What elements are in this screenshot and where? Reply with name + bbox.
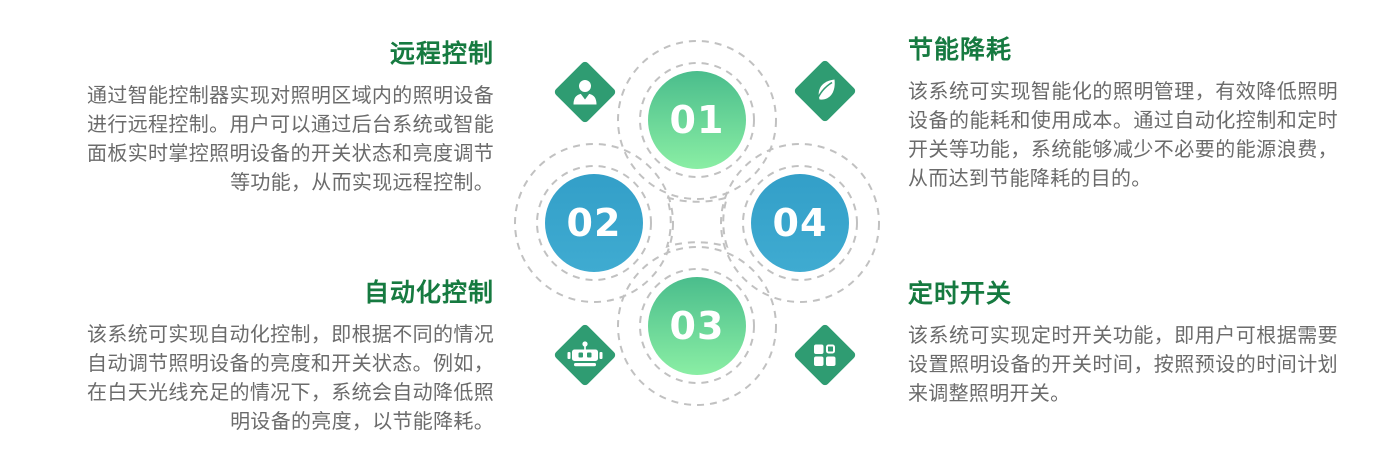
- feature-panel-timed-switch: 定时开关 该系统可实现定时开关功能，即用户可根据需要设置照明设备的开关时间，按照…: [908, 280, 1338, 409]
- panel-title: 定时开关: [908, 280, 1013, 308]
- step-circle-02: 02: [545, 174, 643, 272]
- feature-panel-remote-control: 远程控制 通过智能控制器实现对照明区域内的照明设备进行远程控制。用户可以通过后台…: [87, 40, 494, 198]
- grid-icon: [794, 324, 856, 386]
- step-circle-03: 03: [648, 277, 746, 375]
- user-icon: [554, 61, 616, 123]
- dashed-rings: [514, 40, 880, 406]
- corner-diamonds: [554, 60, 856, 386]
- step-number: 02: [566, 201, 622, 245]
- leaf-icon: [794, 60, 856, 122]
- center-concave-square: [665, 196, 729, 248]
- step-circle-01: 01: [648, 71, 746, 169]
- panel-body: 该系统可实现智能化的照明管理，有效降低照明设备的能耗和使用成本。通过自动化控制和…: [908, 80, 1338, 190]
- step-number: 03: [669, 304, 725, 348]
- panel-body: 该系统可实现定时开关功能，即用户可根据需要设置照明设备的开关时间，按照预设的时间…: [908, 324, 1338, 405]
- feature-panel-automation-control: 自动化控制 该系统可实现自动化控制，即根据不同的情况自动调节照明设备的亮度和开关…: [87, 279, 494, 437]
- step-number: 04: [772, 201, 828, 245]
- robot-icon: [554, 324, 616, 386]
- panel-body: 通过智能控制器实现对照明区域内的照明设备进行远程控制。用户可以通过后台系统或智能…: [87, 84, 494, 194]
- panel-body: 该系统可实现自动化控制，即根据不同的情况自动调节照明设备的亮度和开关状态。例如，…: [87, 323, 494, 433]
- panel-title: 节能降耗: [908, 36, 1013, 64]
- panel-title: 自动化控制: [363, 279, 494, 307]
- step-circle-04: 04: [751, 174, 849, 272]
- feature-panel-energy-saving: 节能降耗 该系统可实现智能化的照明管理，有效降低照明设备的能耗和使用成本。通过自…: [908, 36, 1338, 194]
- panel-title: 远程控制: [389, 40, 494, 68]
- step-number: 01: [669, 98, 725, 142]
